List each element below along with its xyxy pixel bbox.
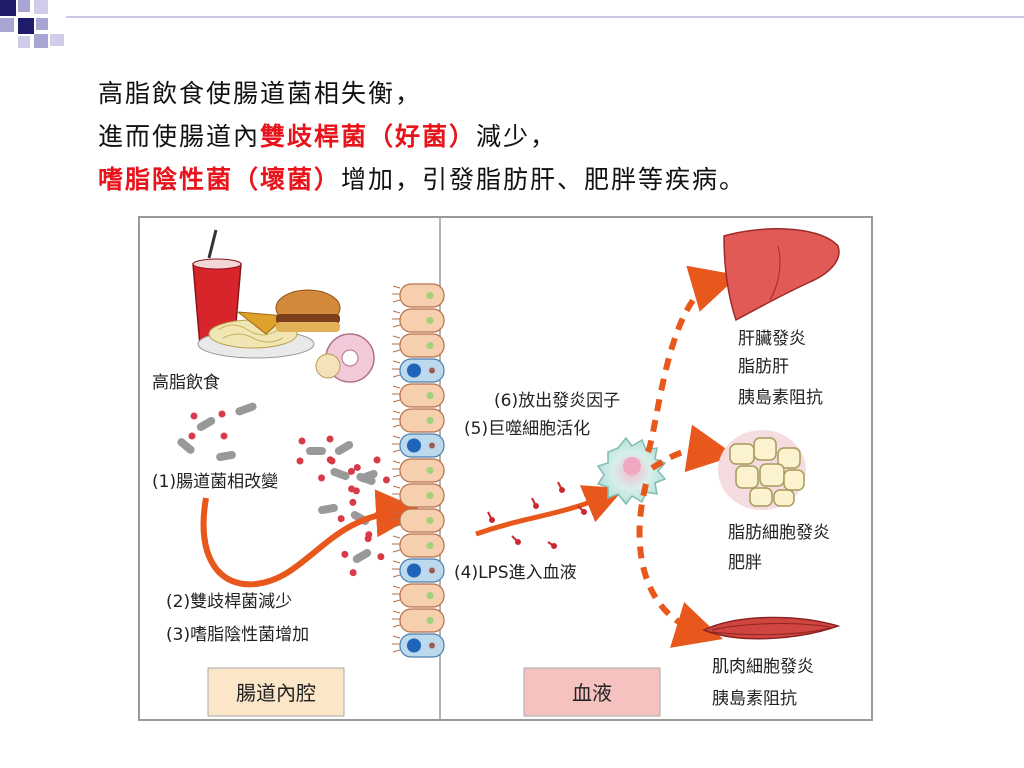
- microvilli: [392, 310, 401, 328]
- microvilli: [392, 385, 401, 403]
- microvilli: [392, 285, 401, 303]
- arrow-to-fat: [650, 424, 736, 473]
- epithelial-cell: [399, 483, 445, 508]
- cell-nucleus: [426, 542, 434, 549]
- slide-heading: 高脂飲食使腸道菌相失衡， 進而使腸道內雙歧桿菌（好菌）減少， 嗜脂陰性菌（壞菌）…: [98, 72, 998, 201]
- cell-nucleus: [407, 638, 421, 653]
- epithelial-cell: [399, 608, 445, 633]
- cell-nucleus: [407, 438, 421, 453]
- heading-line-3: 嗜脂陰性菌（壞菌）增加，引發脂肪肝、肥胖等疾病。: [98, 158, 998, 201]
- liver-label-2: 脂肪肝: [738, 357, 789, 377]
- heading-line-2: 進而使腸道內雙歧桿菌（好菌）減少，: [98, 115, 998, 158]
- bad-bacteria-text: 嗜脂陰性菌（壞菌）: [98, 165, 342, 194]
- microvilli: [392, 635, 401, 653]
- blood-box: [523, 667, 661, 717]
- cell-nucleus: [407, 363, 421, 378]
- step-6-label: (6)放出發炎因子: [494, 391, 620, 411]
- cell-granule: [429, 642, 435, 649]
- epithelial-cell: [399, 408, 445, 433]
- arrow-to-liver: [645, 265, 740, 454]
- intestinal-wall: [392, 283, 445, 658]
- epithelial-cell: [399, 308, 445, 333]
- liver-label-3: 胰島素阻抗: [738, 388, 823, 408]
- microvilli: [392, 410, 401, 428]
- step-2-label: (2)雙歧桿菌減少: [166, 592, 292, 612]
- bacteria-path-arrow: [200, 489, 424, 588]
- cell-nucleus: [426, 292, 434, 299]
- cell-nucleus: [426, 517, 434, 524]
- muscle-label-2: 胰島素阻抗: [712, 689, 797, 709]
- microvilli: [392, 435, 401, 453]
- lumen-box: [207, 667, 345, 717]
- cell-granule: [429, 567, 435, 574]
- cell-nucleus: [426, 492, 434, 499]
- heading-line-3-post: 增加，引發脂肪肝、肥胖等疾病。: [341, 165, 747, 194]
- step-3-label: (3)嗜脂陰性菌增加: [166, 625, 309, 645]
- cell-nucleus: [426, 467, 434, 474]
- microvilli: [392, 535, 401, 553]
- diet-label: 高脂飲食: [152, 373, 220, 393]
- epithelial-cell: [399, 633, 445, 658]
- epithelial-cell: [399, 333, 445, 358]
- muscle-icon: [702, 616, 841, 640]
- epithelial-cell: [399, 358, 445, 383]
- cell-nucleus: [426, 617, 434, 624]
- microvilli: [392, 485, 401, 503]
- cell-granule: [429, 367, 435, 374]
- microvilli: [392, 335, 401, 353]
- heading-line-2-post: 減少，: [476, 122, 558, 151]
- epithelial-cell: [399, 533, 445, 558]
- microvilli: [392, 510, 401, 528]
- heading-line-2-pre: 進而使腸道內: [98, 122, 261, 151]
- cell-nucleus: [426, 592, 434, 599]
- fat-cells-icon: [718, 430, 806, 510]
- microvilli: [392, 560, 401, 578]
- microvilli: [392, 360, 401, 378]
- epithelial-cell: [399, 508, 445, 533]
- epithelial-cell: [399, 558, 445, 583]
- blood-box-label: 血液: [572, 681, 612, 705]
- microvilli: [392, 610, 401, 628]
- cell-nucleus: [426, 392, 434, 399]
- cell-granule: [429, 442, 435, 449]
- lumen-box-label: 腸道內腔: [236, 681, 316, 705]
- liver-label-1: 肝臟發炎: [738, 329, 806, 349]
- gut-microbiota-diagram: 高脂飲食 (1)腸道菌相改變 (2)雙歧桿菌減少 (3)嗜脂陰性菌增加 (4)L…: [138, 216, 873, 721]
- liver-icon: [723, 228, 840, 322]
- epithelial-cell: [399, 433, 445, 458]
- epithelial-cell: [399, 458, 445, 483]
- lps-arrow: [475, 485, 625, 537]
- cell-nucleus: [407, 563, 421, 578]
- high-fat-food-illustration: [192, 229, 375, 383]
- microvilli: [392, 585, 401, 603]
- epithelial-cell: [399, 583, 445, 608]
- muscle-label-1: 肌肉細胞發炎: [712, 657, 814, 677]
- cell-nucleus: [426, 342, 434, 349]
- cell-nucleus: [426, 317, 434, 324]
- good-bacteria-text: 雙歧桿菌（好菌）: [260, 122, 477, 151]
- step-5-label: (5)巨噬細胞活化: [464, 419, 590, 439]
- epithelial-cell: [399, 383, 445, 408]
- fat-label-1: 脂肪細胞發炎: [728, 523, 830, 543]
- fat-label-2: 肥胖: [728, 553, 762, 573]
- arrow-to-muscle: [636, 483, 723, 648]
- cell-nucleus: [426, 417, 434, 424]
- microvilli: [392, 460, 401, 478]
- step-4-label: (4)LPS進入血液: [454, 563, 577, 583]
- epithelial-cell: [399, 283, 445, 308]
- inflammation-arrows: [636, 265, 740, 648]
- step-1-label: (1)腸道菌相改變: [152, 472, 278, 492]
- heading-line-1: 高脂飲食使腸道菌相失衡，: [98, 79, 423, 108]
